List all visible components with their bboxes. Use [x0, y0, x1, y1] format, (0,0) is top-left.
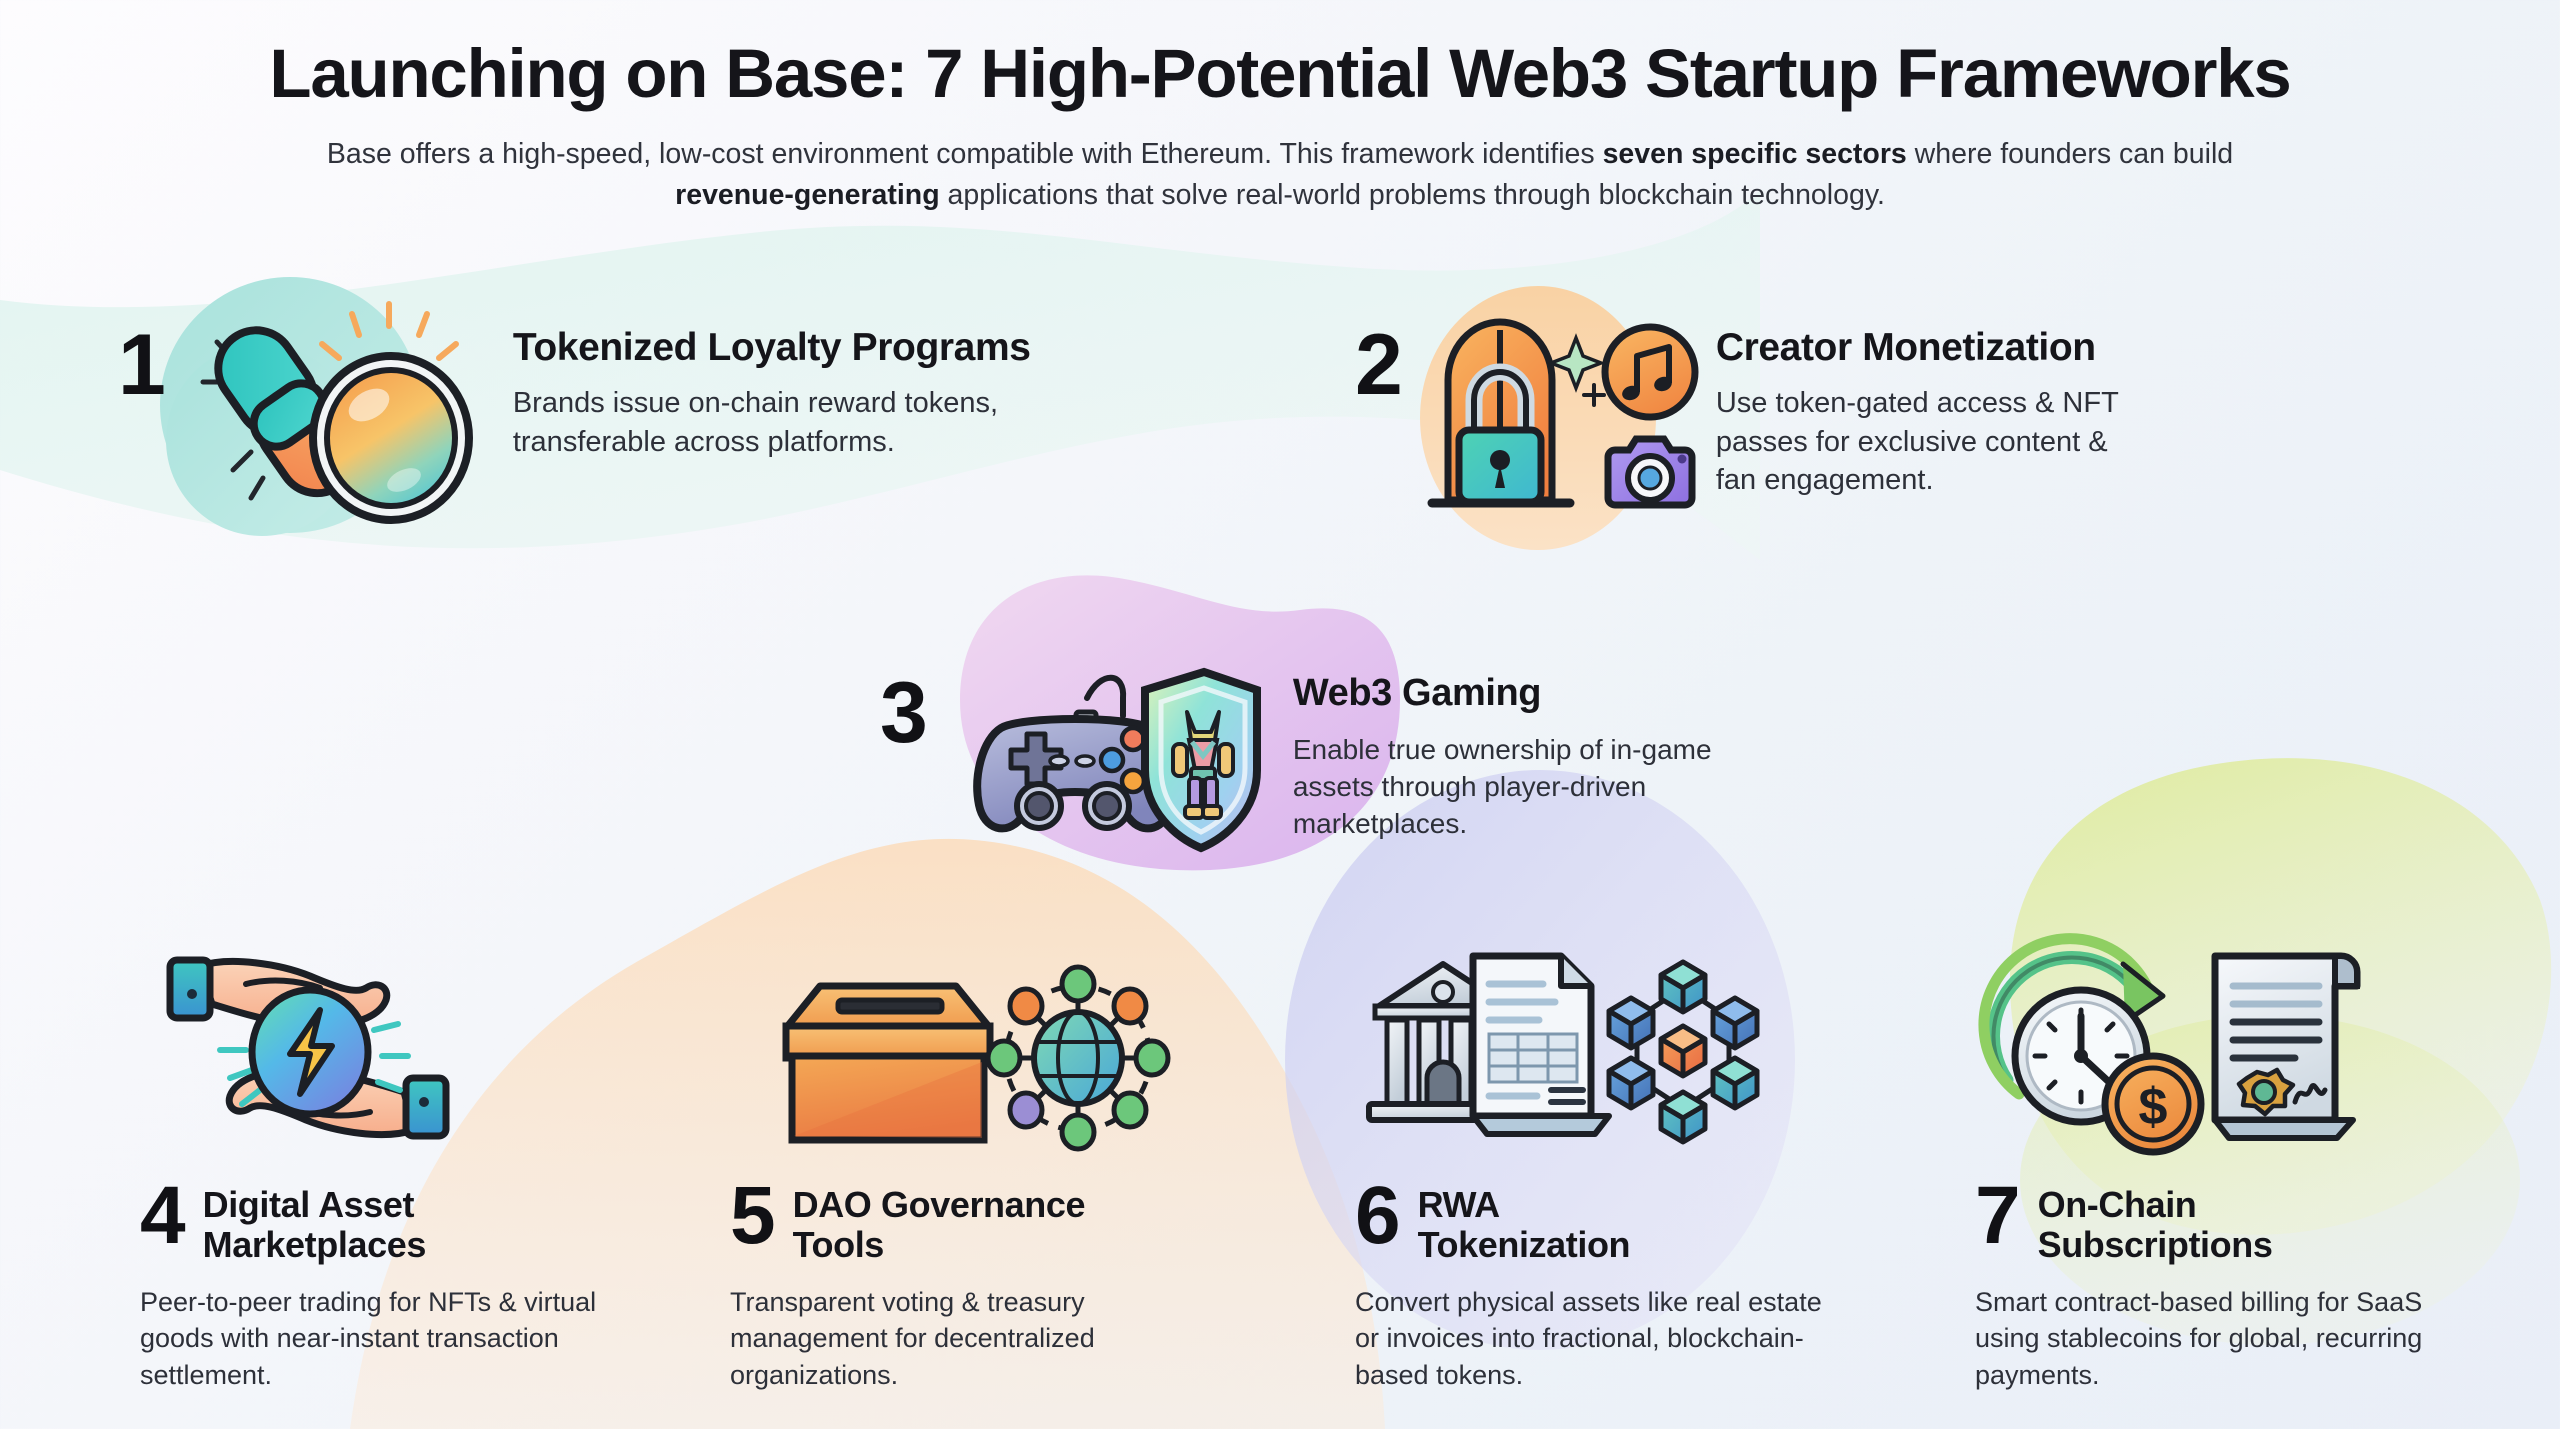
subtitle-text-1: Base offers a high-speed, low-cost envir… [326, 138, 1603, 171]
page-subtitle: Base offers a high-speed, low-cost envir… [280, 134, 2280, 215]
item-number-4: 4 [140, 1170, 186, 1261]
framework-item-1[interactable]: 1 [118, 300, 1113, 530]
shine-rays-icon [318, 301, 459, 361]
item-5-illustration [760, 930, 1171, 1175]
shield-character-icon [1140, 667, 1261, 853]
subtitle-bold-2: revenue-generating [675, 178, 940, 211]
item-2-heading: Creator Monetization [1715, 326, 2096, 369]
item-1-description: Brands issue on-chain reward tokens, tra… [512, 387, 999, 458]
subtitle-text-3: applications that solve real-world probl… [939, 178, 1885, 211]
header: Launching on Base: 7 High-Potential Web3… [0, 35, 2560, 215]
framework-item-3[interactable]: 3 [880, 640, 1723, 870]
item-6-illustration [1365, 930, 1765, 1175]
item-7-heading: On-Chain Subscriptions [2037, 1184, 2273, 1265]
item-number-2: 2 [1355, 317, 1403, 413]
lightning-coin-icon [248, 986, 372, 1118]
item-4-heading: Digital Asset Marketplaces [202, 1184, 427, 1265]
item-6-title-row: 6 RWA Tokenization [1355, 1175, 1975, 1265]
framework-item-6[interactable]: 6 RWA Tokenization Convert physical asse… [1355, 930, 1975, 1393]
item-1-text: Tokenized Loyalty Programs Brands issue … [513, 300, 1113, 461]
sparkle-icon [1546, 333, 1606, 407]
subtitle-bold-1: seven specific sectors [1602, 138, 1907, 171]
contract-scroll-icon [2211, 952, 2361, 1141]
framework-item-4[interactable]: 4 Digital Asset Marketplaces Peer-to-pee… [140, 930, 760, 1393]
svg-text:$: $ [2139, 1078, 2168, 1136]
camera-icon [1604, 435, 1696, 509]
item-number-3: 3 [880, 665, 928, 761]
music-note-icon [1601, 323, 1699, 421]
ballot-box-icon [782, 982, 994, 1144]
item-7-illustration: $ [1978, 930, 2385, 1175]
item-6-heading: RWA Tokenization [1417, 1184, 1631, 1265]
item-4-title-row: 4 Digital Asset Marketplaces [140, 1175, 760, 1265]
item-2-illustration [1426, 300, 1706, 530]
coin-icon [308, 352, 473, 524]
item-2-description: Use token-gated access & NFT passes for … [1715, 387, 2119, 497]
item-6-description: Convert physical assets like real estate… [1355, 1287, 1822, 1390]
item-1-heading: Tokenized Loyalty Programs [512, 326, 1031, 369]
dollar-coin-icon: $ [2101, 1052, 2205, 1156]
item-3-illustration [949, 640, 1261, 870]
item-5-description: Transparent voting & treasury management… [730, 1287, 1095, 1390]
item-5-title-row: 5 DAO Governance Tools [730, 1175, 1350, 1265]
item-2-text: Creator Monetization Use token-gated acc… [1716, 300, 2146, 500]
item-5-heading: DAO Governance Tools [792, 1184, 1086, 1265]
padlock-arch-icon [1427, 318, 1575, 508]
blockchain-cubes-icon [1606, 959, 1760, 1145]
framework-item-5[interactable]: 5 DAO Governance Tools Transparent votin… [730, 930, 1350, 1393]
item-4-illustration [160, 930, 560, 1175]
item-4-description: Peer-to-peer trading for NFTs & virtual … [140, 1287, 597, 1390]
subtitle-text-2: where founders can build [1906, 138, 2234, 171]
item-3-heading: Web3 Gaming [1292, 672, 1542, 714]
framework-item-7[interactable]: $ [1975, 930, 2560, 1393]
item-number-5: 5 [730, 1170, 776, 1261]
globe-network-icon [985, 964, 1171, 1152]
item-3-description: Enable true ownership of in-game assets … [1292, 734, 1712, 840]
item-7-description: Smart contract-based billing for SaaS us… [1975, 1287, 2423, 1390]
page-title: Launching on Base: 7 High-Potential Web3… [269, 35, 2291, 112]
item-number-7: 7 [1975, 1170, 2021, 1261]
framework-item-2[interactable]: 2 [1355, 300, 2146, 530]
item-number-6: 6 [1355, 1170, 1401, 1261]
document-icon [1469, 952, 1612, 1137]
item-number-1: 1 [118, 317, 166, 413]
item-3-text: Web3 Gaming Enable true ownership of in-… [1293, 640, 1723, 843]
item-7-title-row: 7 On-Chain Subscriptions [1975, 1175, 2560, 1265]
item-1-illustration [189, 300, 489, 530]
